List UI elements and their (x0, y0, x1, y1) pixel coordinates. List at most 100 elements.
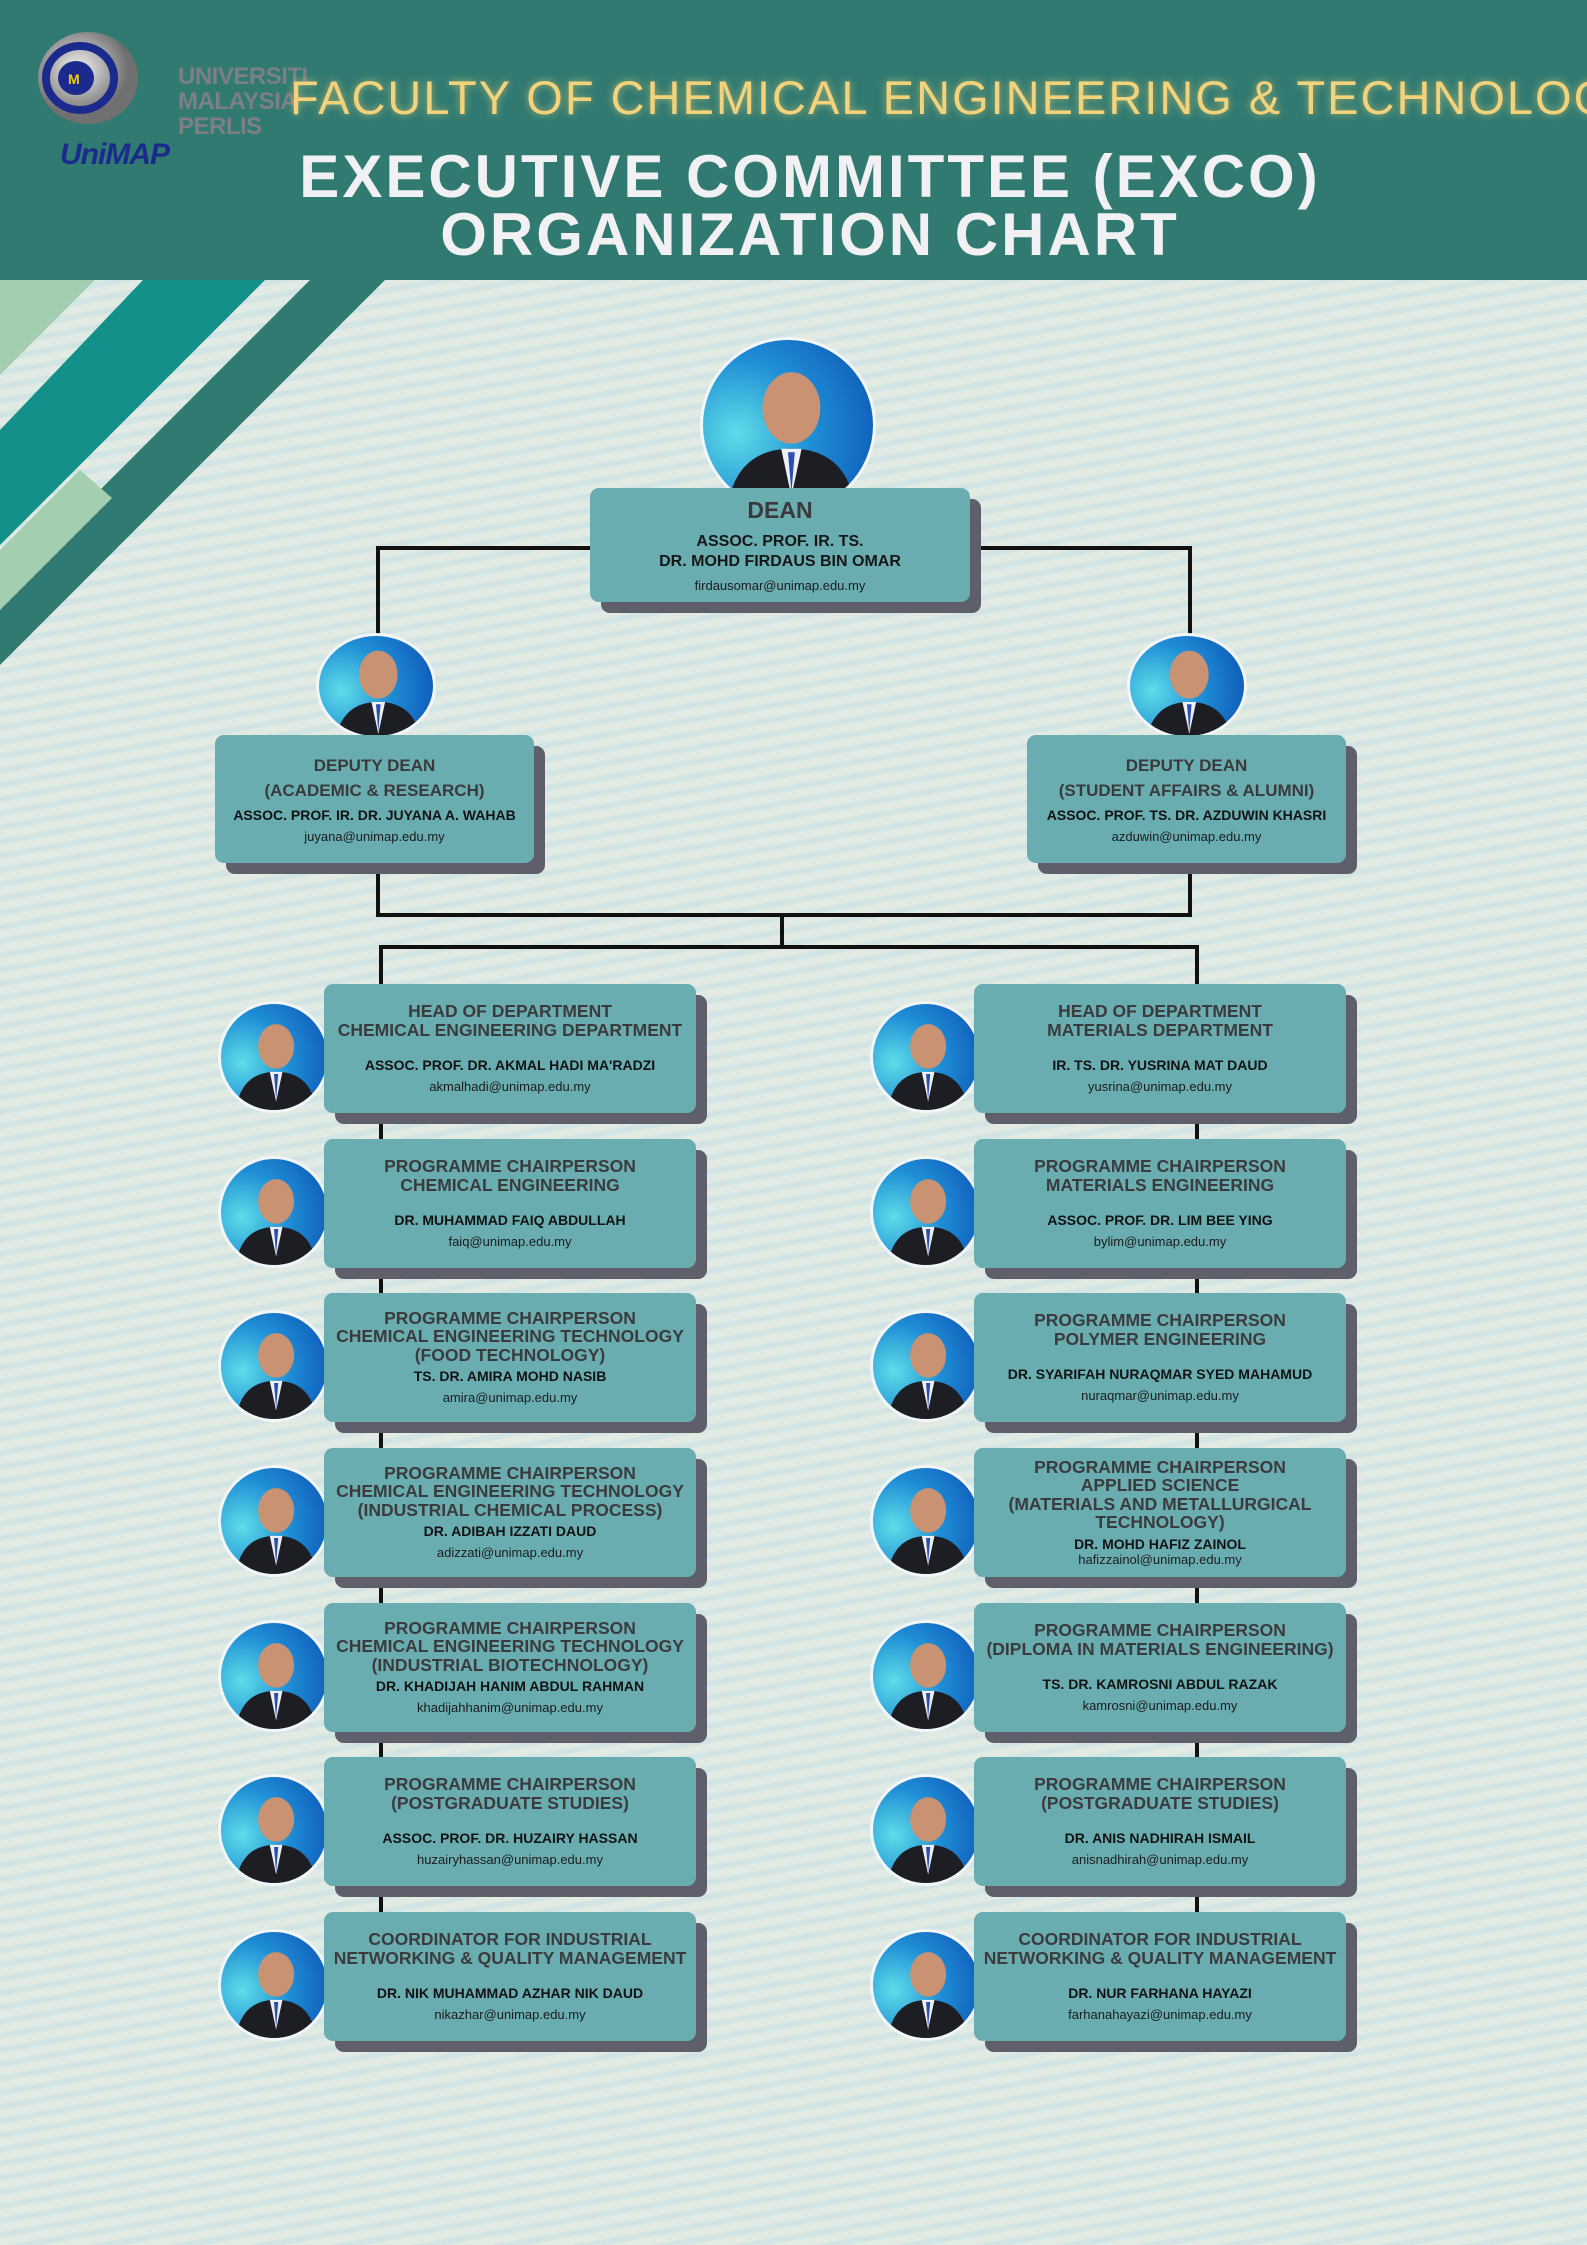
staff-name: TS. DR. AMIRA MOHD NASIB (413, 1368, 607, 1385)
dean-card: DEAN ASSOC. PROF. IR. TS. DR. MOHD FIRDA… (590, 488, 970, 602)
staff-role: PROGRAMME CHAIRPERSON (384, 1462, 636, 1483)
staff-email: hafizzainol@unimap.edu.my (1078, 1551, 1242, 1567)
staff-email: bylim@unimap.edu.my (1093, 1234, 1227, 1249)
staff-photo (218, 1156, 330, 1268)
staff-role: PROGRAMME CHAIRPERSON (1034, 1156, 1286, 1176)
staff-photo (218, 1310, 330, 1422)
staff-role: CHEMICAL ENGINEERING TECHNOLOGY (336, 1326, 684, 1347)
staff-photo (218, 1001, 330, 1113)
staff-role: COORDINATOR FOR INDUSTRIAL (368, 1929, 652, 1949)
staff-role: HEAD OF DEPARTMENT (1058, 1001, 1262, 1021)
staff-name: DR. MOHD HAFIZ ZAINOL (1074, 1535, 1246, 1552)
staff-role: CHEMICAL ENGINEERING (400, 1174, 620, 1195)
deputy-title: DEPUTY DEAN (1125, 756, 1248, 775)
connector-line (1188, 546, 1192, 636)
deputy-portfolio: (ACADEMIC & RESEARCH) (264, 781, 485, 800)
deputy-email: juyana@unimap.edu.my (304, 829, 445, 844)
logo-text: MALAYSIA (178, 88, 298, 115)
staff-name: ASSOC. PROF. DR. LIM BEE YING (1047, 1212, 1273, 1228)
staff-photo (218, 1465, 330, 1577)
deputy-dean-student-affairs-card: DEPUTY DEAN (STUDENT AFFAIRS & ALUMNI) A… (1027, 735, 1346, 863)
staff-name: DR. KHADIJAH HANIM ABDUL RAHMAN (375, 1678, 645, 1695)
connector-right-column (1195, 945, 1199, 1945)
staff-email: nuraqmar@unimap.edu.my (1081, 1388, 1239, 1403)
staff-role: POLYMER ENGINEERING (1053, 1328, 1267, 1349)
staff-role: NETWORKING & QUALITY MANAGEMENT (333, 1947, 687, 1968)
staff-role: MATERIALS DEPARTMENT (1047, 1019, 1273, 1040)
staff-role: (POSTGRADUATE STUDIES) (391, 1792, 629, 1813)
staff-name: IR. TS. DR. YUSRINA MAT DAUD (1052, 1057, 1268, 1073)
staff-email: kamrosni@unimap.edu.my (1082, 1698, 1238, 1713)
staff-name: ASSOC. PROF. DR. AKMAL HADI MA'RADZI (364, 1057, 656, 1073)
staff-email: adizzati@unimap.edu.my (436, 1545, 584, 1561)
staff-role: PROGRAMME CHAIRPERSON (384, 1774, 636, 1794)
dean-email: firdausomar@unimap.edu.my (694, 577, 866, 593)
staff-email: nikazhar@unimap.edu.my (434, 2007, 586, 2022)
connector-deputies-bus (376, 913, 1192, 917)
staff-email: faiq@unimap.edu.my (448, 1234, 572, 1249)
dean-name: ASSOC. PROF. IR. TS. (696, 532, 864, 550)
staff-card-left: PROGRAMME CHAIRPERSON(POSTGRADUATE STUDI… (324, 1757, 696, 1886)
staff-name: DR. MUHAMMAD FAIQ ABDULLAH (394, 1212, 626, 1228)
staff-name: TS. DR. KAMROSNI ABDUL RAZAK (1042, 1676, 1278, 1692)
deputy-title: DEPUTY DEAN (313, 756, 436, 775)
staff-photo (870, 1156, 982, 1268)
staff-email: akmalhadi@unimap.edu.my (429, 1079, 591, 1094)
staff-email: khadijahhanim@unimap.edu.my (417, 1700, 603, 1716)
staff-role: PROGRAMME CHAIRPERSON (1034, 1456, 1286, 1477)
page-title-line1: EXECUTIVE COMMITTEE (EXCO) (299, 143, 1321, 210)
staff-role: MATERIALS ENGINEERING (1045, 1174, 1275, 1195)
deputy-dean-academic-card: DEPUTY DEAN (ACADEMIC & RESEARCH) ASSOC.… (215, 735, 534, 863)
staff-role: (DIPLOMA IN MATERIALS ENGINEERING) (986, 1638, 1334, 1659)
staff-email: farhanahayazi@unimap.edu.my (1068, 2007, 1252, 2022)
logo-text: PERLIS (178, 113, 262, 140)
deputy-name: ASSOC. PROF. IR. DR. JUYANA A. WAHAB (233, 807, 516, 823)
dean-name: DR. MOHD FIRDAUS BIN OMAR (659, 552, 901, 570)
connector-line (1188, 860, 1192, 917)
staff-name: DR. ADIBAH IZZATI DAUD (423, 1523, 597, 1540)
staff-photo (218, 1774, 330, 1886)
deputy-photo (316, 633, 436, 739)
staff-role: TECHNOLOGY) (1095, 1512, 1225, 1532)
deputy-portfolio: (STUDENT AFFAIRS & ALUMNI) (1058, 781, 1315, 800)
staff-role: PROGRAMME CHAIRPERSON (1034, 1620, 1286, 1640)
logo-wordmark: UNIVERSITI MALAYSIA PERLIS (178, 64, 308, 139)
logo-text: UNIVERSITI (178, 63, 308, 90)
connector-line (376, 546, 380, 636)
staff-email: anisnadhirah@unimap.edu.my (1071, 1852, 1249, 1867)
staff-email: huzairyhassan@unimap.edu.my (417, 1852, 603, 1867)
deputy-name: ASSOC. PROF. TS. DR. AZDUWIN KHASRI (1046, 807, 1327, 823)
staff-role: (INDUSTRIAL CHEMICAL PROCESS) (357, 1499, 663, 1520)
connector-left-column (379, 945, 383, 1945)
header-banner: M UNIVERSITI MALAYSIA PERLIS UniMAP FACU… (0, 0, 1587, 280)
svg-text:M: M (68, 71, 80, 87)
connector-departments-bus (379, 945, 1199, 949)
staff-card-right: PROGRAMME CHAIRPERSON(DIPLOMA IN MATERIA… (974, 1603, 1346, 1732)
faculty-name: FACULTY OF CHEMICAL ENGINEERING & TECHNO… (290, 71, 1587, 124)
staff-email: amira@unimap.edu.my (442, 1390, 578, 1406)
page-title-line2: ORGANIZATION CHART (440, 201, 1180, 268)
staff-name: DR. NIK MUHAMMAD AZHAR NIK DAUD (376, 1985, 644, 2001)
staff-role: (FOOD TECHNOLOGY) (414, 1344, 606, 1365)
logo-brand: UniMAP (60, 138, 170, 171)
connector-line (376, 860, 380, 917)
staff-photo (218, 1929, 330, 2041)
staff-email: yusrina@unimap.edu.my (1088, 1079, 1232, 1094)
staff-name: DR. ANIS NADHIRAH ISMAIL (1064, 1830, 1256, 1846)
staff-role: PROGRAMME CHAIRPERSON (1034, 1310, 1286, 1330)
staff-photo (218, 1620, 330, 1732)
staff-role: HEAD OF DEPARTMENT (408, 1001, 612, 1021)
staff-role: NETWORKING & QUALITY MANAGEMENT (983, 1947, 1337, 1968)
staff-role: PROGRAMME CHAIRPERSON (1034, 1774, 1286, 1794)
staff-photo (870, 1929, 982, 2041)
